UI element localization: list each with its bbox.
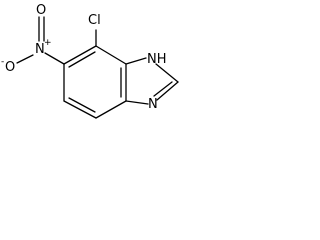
bond-c5-c6-inner: [68, 51, 96, 68]
substituent-bonds: [16, 16, 97, 65]
nitro-charge-label: +: [44, 38, 52, 48]
bond-c2-n-inner: [153, 81, 173, 97]
oxygen-left-label: O: [5, 60, 15, 75]
bond-c3-c4: [63, 100, 97, 119]
imidazole-nh-label: NH: [147, 52, 167, 67]
oxygen-top-label: O: [36, 3, 46, 18]
chlorine-label: Cl: [88, 13, 101, 28]
bond-c2-c3: [95, 100, 127, 119]
atom-labels: Cl O N + O - NH N: [1, 3, 167, 112]
imidazole-ring: [125, 57, 179, 105]
nitro-nitrogen-label: N: [35, 42, 45, 57]
bond-c2-n: [156, 81, 179, 101]
chemical-structure-diagram: Cl O N + O - NH N: [1, 3, 179, 119]
bond-c5-c6: [63, 45, 97, 65]
bond-c1-nh: [125, 57, 147, 65]
benzene-ring: [63, 45, 127, 119]
imidazole-n-label: N: [148, 97, 158, 112]
bond-c3-c4-inner: [68, 97, 96, 113]
bond-nitro-o-left: [16, 54, 34, 64]
bond-c6-c1: [95, 45, 127, 65]
bond-n-c7a: [125, 100, 149, 105]
oxygen-left-charge-label: -: [1, 57, 4, 67]
bond-c5-nitro: [44, 52, 65, 65]
bond-nh-c2: [155, 63, 179, 83]
